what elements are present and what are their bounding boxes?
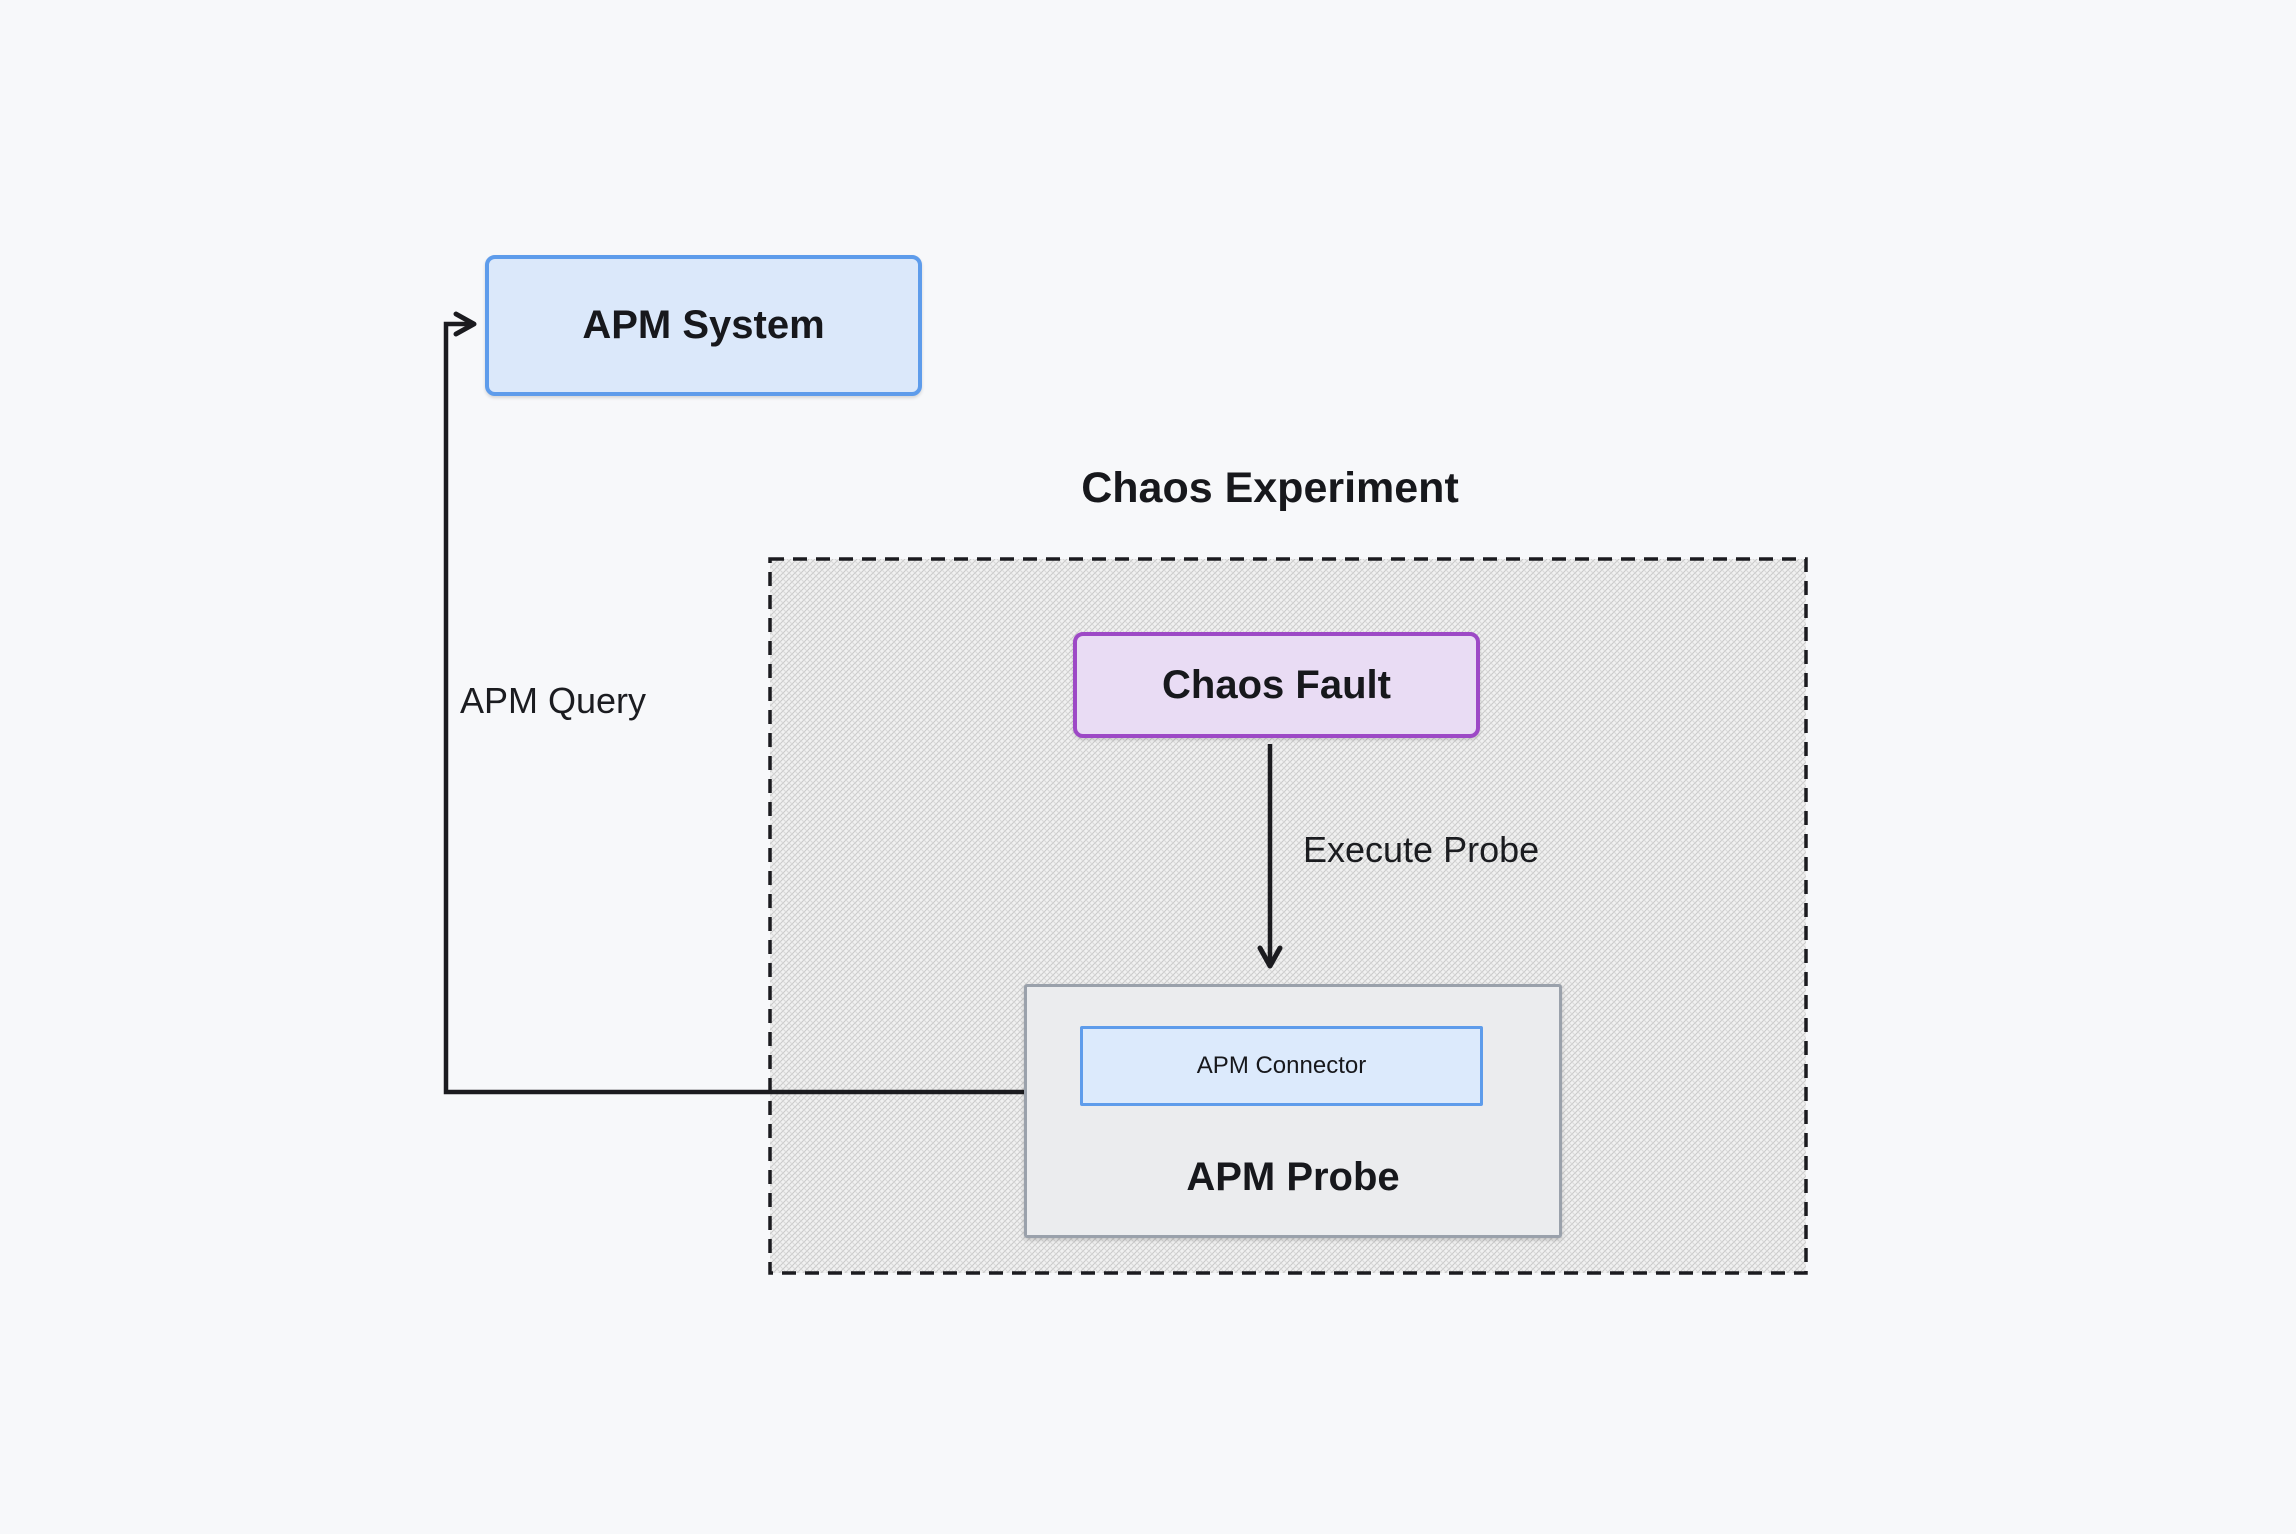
execute-probe-edge-label: Execute Probe	[1303, 829, 1540, 870]
apm-probe-label: APM Probe	[1186, 1155, 1400, 1199]
apm-query-edge	[443, 311, 1024, 1095]
chaos-fault-label: Chaos Fault	[1162, 662, 1391, 707]
apm-connector-node: APM Connector	[1080, 1026, 1483, 1106]
chaos-experiment-title: Chaos Experiment	[1081, 464, 1459, 512]
apm-query-edge-label: APM Query	[460, 680, 647, 721]
apm-probe-node: APM Connector APM Probe	[1024, 984, 1562, 1238]
apm-connector-label: APM Connector	[1196, 1052, 1367, 1079]
chaos-fault-node: Chaos Fault	[1073, 632, 1480, 738]
apm-system-label: APM System	[582, 303, 825, 347]
apm-system-node: APM System	[485, 255, 922, 396]
